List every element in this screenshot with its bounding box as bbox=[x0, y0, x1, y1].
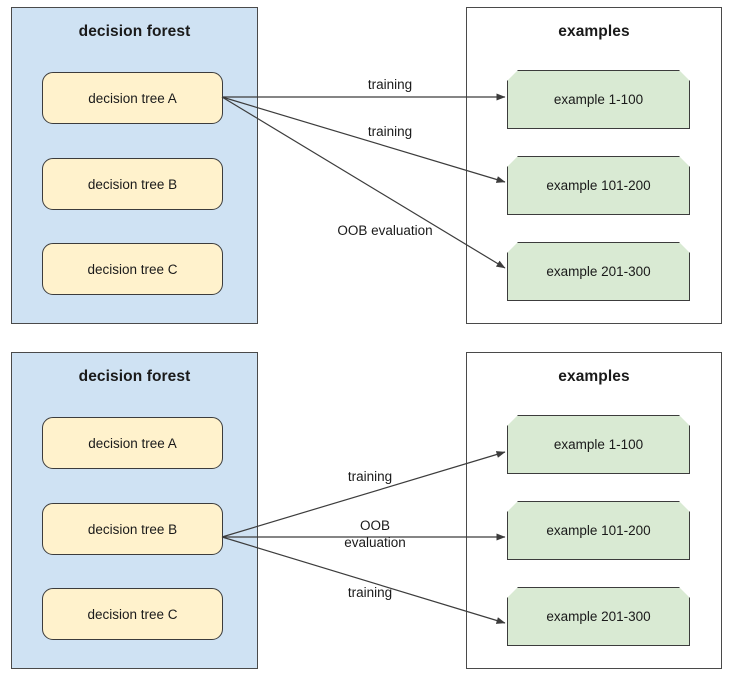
decision-forest-title-2: decision forest bbox=[78, 368, 191, 385]
diagram-tree-b-oob: decision forest decision tree A decision… bbox=[0, 345, 737, 685]
example-card-1-100[interactable]: example 1-100 bbox=[507, 70, 690, 129]
decision-tree-a-box[interactable]: decision tree A bbox=[42, 72, 223, 124]
decision-tree-b-box[interactable]: decision tree B bbox=[42, 158, 223, 210]
decision-tree-a-label-2: decision tree A bbox=[88, 435, 177, 451]
decision-tree-c-box[interactable]: decision tree C bbox=[42, 243, 223, 295]
edge-label-oob-evaluation: OOB evaluation bbox=[337, 223, 433, 238]
decision-tree-b-box-2[interactable]: decision tree B bbox=[42, 503, 223, 555]
example-card-1-100-2[interactable]: example 1-100 bbox=[507, 415, 690, 474]
edge-label-training-2: training bbox=[367, 124, 413, 139]
edge-label-oob-line1: OOB bbox=[359, 518, 390, 533]
decision-tree-b-label-2: decision tree B bbox=[87, 521, 178, 537]
example-card-101-200[interactable]: example 101-200 bbox=[507, 156, 690, 215]
example-card-201-300-label: example 201-300 bbox=[546, 264, 651, 279]
diagram-tree-a-oob: decision forest decision tree A decision… bbox=[0, 0, 737, 340]
edge-label-training-1: training bbox=[367, 77, 413, 92]
decision-forest-panel: decision forest decision tree A decision… bbox=[11, 7, 258, 324]
edge-label-training-3: training bbox=[347, 469, 393, 484]
examples-panel-2: examples example 1-100 example 101-200 e… bbox=[466, 352, 722, 669]
example-card-201-300[interactable]: example 201-300 bbox=[507, 242, 690, 301]
decision-tree-c-label-2: decision tree C bbox=[87, 606, 178, 622]
edge-label-training-4: training bbox=[347, 585, 393, 600]
edge-label-oob-line2: evaluation bbox=[344, 535, 406, 550]
example-card-201-300-2[interactable]: example 201-300 bbox=[507, 587, 690, 646]
example-card-1-100-label-2: example 1-100 bbox=[553, 437, 644, 452]
edge-label-oob-evaluation-2: OOB evaluation bbox=[320, 517, 430, 551]
decision-tree-c-label: decision tree C bbox=[87, 261, 178, 277]
decision-forest-title: decision forest bbox=[78, 23, 191, 40]
example-card-101-200-2[interactable]: example 101-200 bbox=[507, 501, 690, 560]
decision-tree-a-box-2[interactable]: decision tree A bbox=[42, 417, 223, 469]
example-card-101-200-label-2: example 101-200 bbox=[546, 523, 651, 538]
decision-forest-panel-2: decision forest decision tree A decision… bbox=[11, 352, 258, 669]
example-card-1-100-label: example 1-100 bbox=[553, 92, 644, 107]
example-card-101-200-label: example 101-200 bbox=[546, 178, 651, 193]
decision-tree-c-box-2[interactable]: decision tree C bbox=[42, 588, 223, 640]
examples-title: examples bbox=[558, 23, 630, 40]
decision-tree-b-label: decision tree B bbox=[87, 176, 178, 192]
examples-panel: examples example 1-100 example 101-200 e… bbox=[466, 7, 722, 324]
decision-tree-a-label: decision tree A bbox=[88, 90, 177, 106]
examples-title-2: examples bbox=[558, 368, 630, 385]
example-card-201-300-label-2: example 201-300 bbox=[546, 609, 651, 624]
